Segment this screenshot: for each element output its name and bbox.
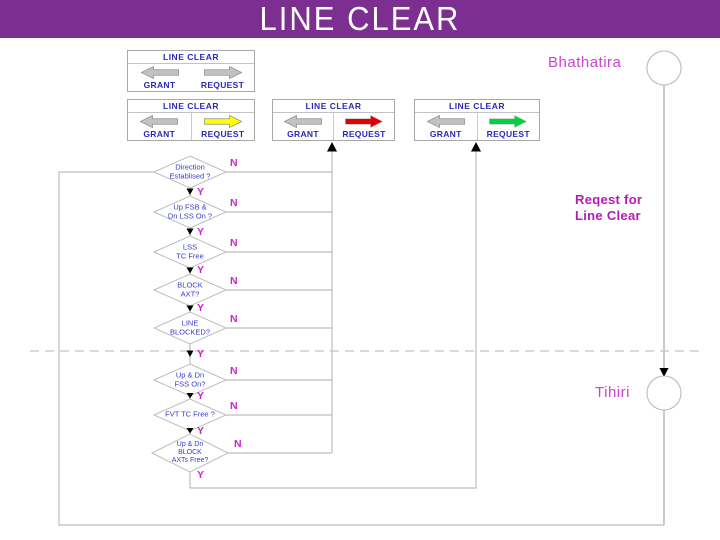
yes-label: Y <box>197 226 205 238</box>
decision-label-lss-tc: LSS TC Free <box>176 242 204 260</box>
request-label: REQUEST <box>200 80 245 90</box>
request-arrow-icon <box>203 66 242 79</box>
request-label: REQUEST <box>486 129 530 139</box>
box-title: LINE CLEAR <box>128 100 254 113</box>
grant-label: GRANT <box>429 129 462 139</box>
no-label: N <box>230 197 238 209</box>
yes-label: Y <box>197 302 205 314</box>
decision-diamond-line-blocked <box>152 311 228 345</box>
no-label: N <box>230 365 238 377</box>
decision-label-fvt-tc: FVT TC Free ? <box>165 409 215 419</box>
yes-label: Y <box>197 264 205 276</box>
yes-label: Y <box>197 186 205 198</box>
decision-label-fss-on: Up & Dn FSS On? <box>174 370 206 388</box>
no-label: N <box>230 237 238 249</box>
no-label: N <box>230 313 238 325</box>
station-circle-bhathatira <box>646 50 682 86</box>
request-arrowhead-red-box-icon <box>327 142 337 152</box>
decision-diamond-lss-tc <box>152 235 228 269</box>
no-label: N <box>230 157 238 169</box>
line-clear-box-idle: LINE CLEAR GRANT REQUEST <box>127 50 255 92</box>
grant-arrow-icon <box>140 66 179 79</box>
station-label-tihiri: Tihiri <box>595 384 630 401</box>
decision-diamond-block-axt <box>152 273 228 307</box>
box-title: LINE CLEAR <box>415 100 539 113</box>
yes-label-final: Y <box>197 469 205 481</box>
decision-label-block-axts: Up & Dn BLOCK AXTs Free? <box>171 440 209 465</box>
grant-label: GRANT <box>143 80 176 90</box>
grant-arrow-icon <box>140 115 179 128</box>
line-clear-box-request-red: LINE CLEAR GRANT REQUEST <box>272 99 395 141</box>
no-label: N <box>230 275 238 287</box>
line-clear-box-request-yellow: LINE CLEAR GRANT REQUEST <box>127 99 255 141</box>
grant-path-line <box>190 151 477 489</box>
yes-label: Y <box>197 390 205 402</box>
station-circle-tihiri <box>646 375 682 411</box>
decision-label-fsb-lss: Up FSB & Dn LSS On ? <box>167 202 213 220</box>
grant-label: GRANT <box>143 129 176 139</box>
slide-title: LINE CLEAR <box>259 0 461 38</box>
box-title: LINE CLEAR <box>273 100 394 113</box>
request-arrowhead-green-box-icon <box>471 142 481 152</box>
decision-diamond-fss-on <box>152 363 228 397</box>
line-clear-box-request-green: LINE CLEAR GRANT REQUEST <box>414 99 540 141</box>
decision-diamond-fsb-lss <box>152 195 228 229</box>
decision-diamond-fvt-tc <box>152 398 228 432</box>
decision-diamond-block-axts <box>150 433 230 473</box>
grant-label: GRANT <box>287 129 319 139</box>
request-for-line-clear-annotation: Reqest for Line Clear <box>575 192 643 223</box>
grant-arrow-icon <box>284 115 322 128</box>
flow-connectors <box>58 85 665 526</box>
yes-label: Y <box>197 348 205 360</box>
slide-header: LINE CLEAR <box>0 0 720 38</box>
request-label: REQUEST <box>342 129 386 139</box>
station-arrowhead-icon <box>659 368 669 377</box>
decision-diamond-direction <box>152 155 228 189</box>
no-label: N <box>234 438 242 450</box>
flow-arrowhead-icons <box>186 188 194 434</box>
station-label-bhathatira: Bhathatira <box>548 54 622 71</box>
request-label: REQUEST <box>201 129 245 139</box>
decision-label-direction: Direction Establised ? <box>169 162 211 180</box>
decision-diamonds <box>150 155 230 473</box>
decision-label-block-axt: BLOCK AXT? <box>177 280 203 298</box>
grant-arrow-icon <box>426 115 465 128</box>
yes-label: Y <box>197 425 205 437</box>
decision-label-line-blocked: LINE BLOCKED? <box>169 318 211 336</box>
no-label: N <box>230 400 238 412</box>
request-arrow-icon <box>489 115 528 128</box>
request-arrow-icon <box>345 115 383 128</box>
box-title: LINE CLEAR <box>128 51 254 64</box>
request-arrow-icon <box>203 115 242 128</box>
return-loop-line <box>58 171 664 526</box>
